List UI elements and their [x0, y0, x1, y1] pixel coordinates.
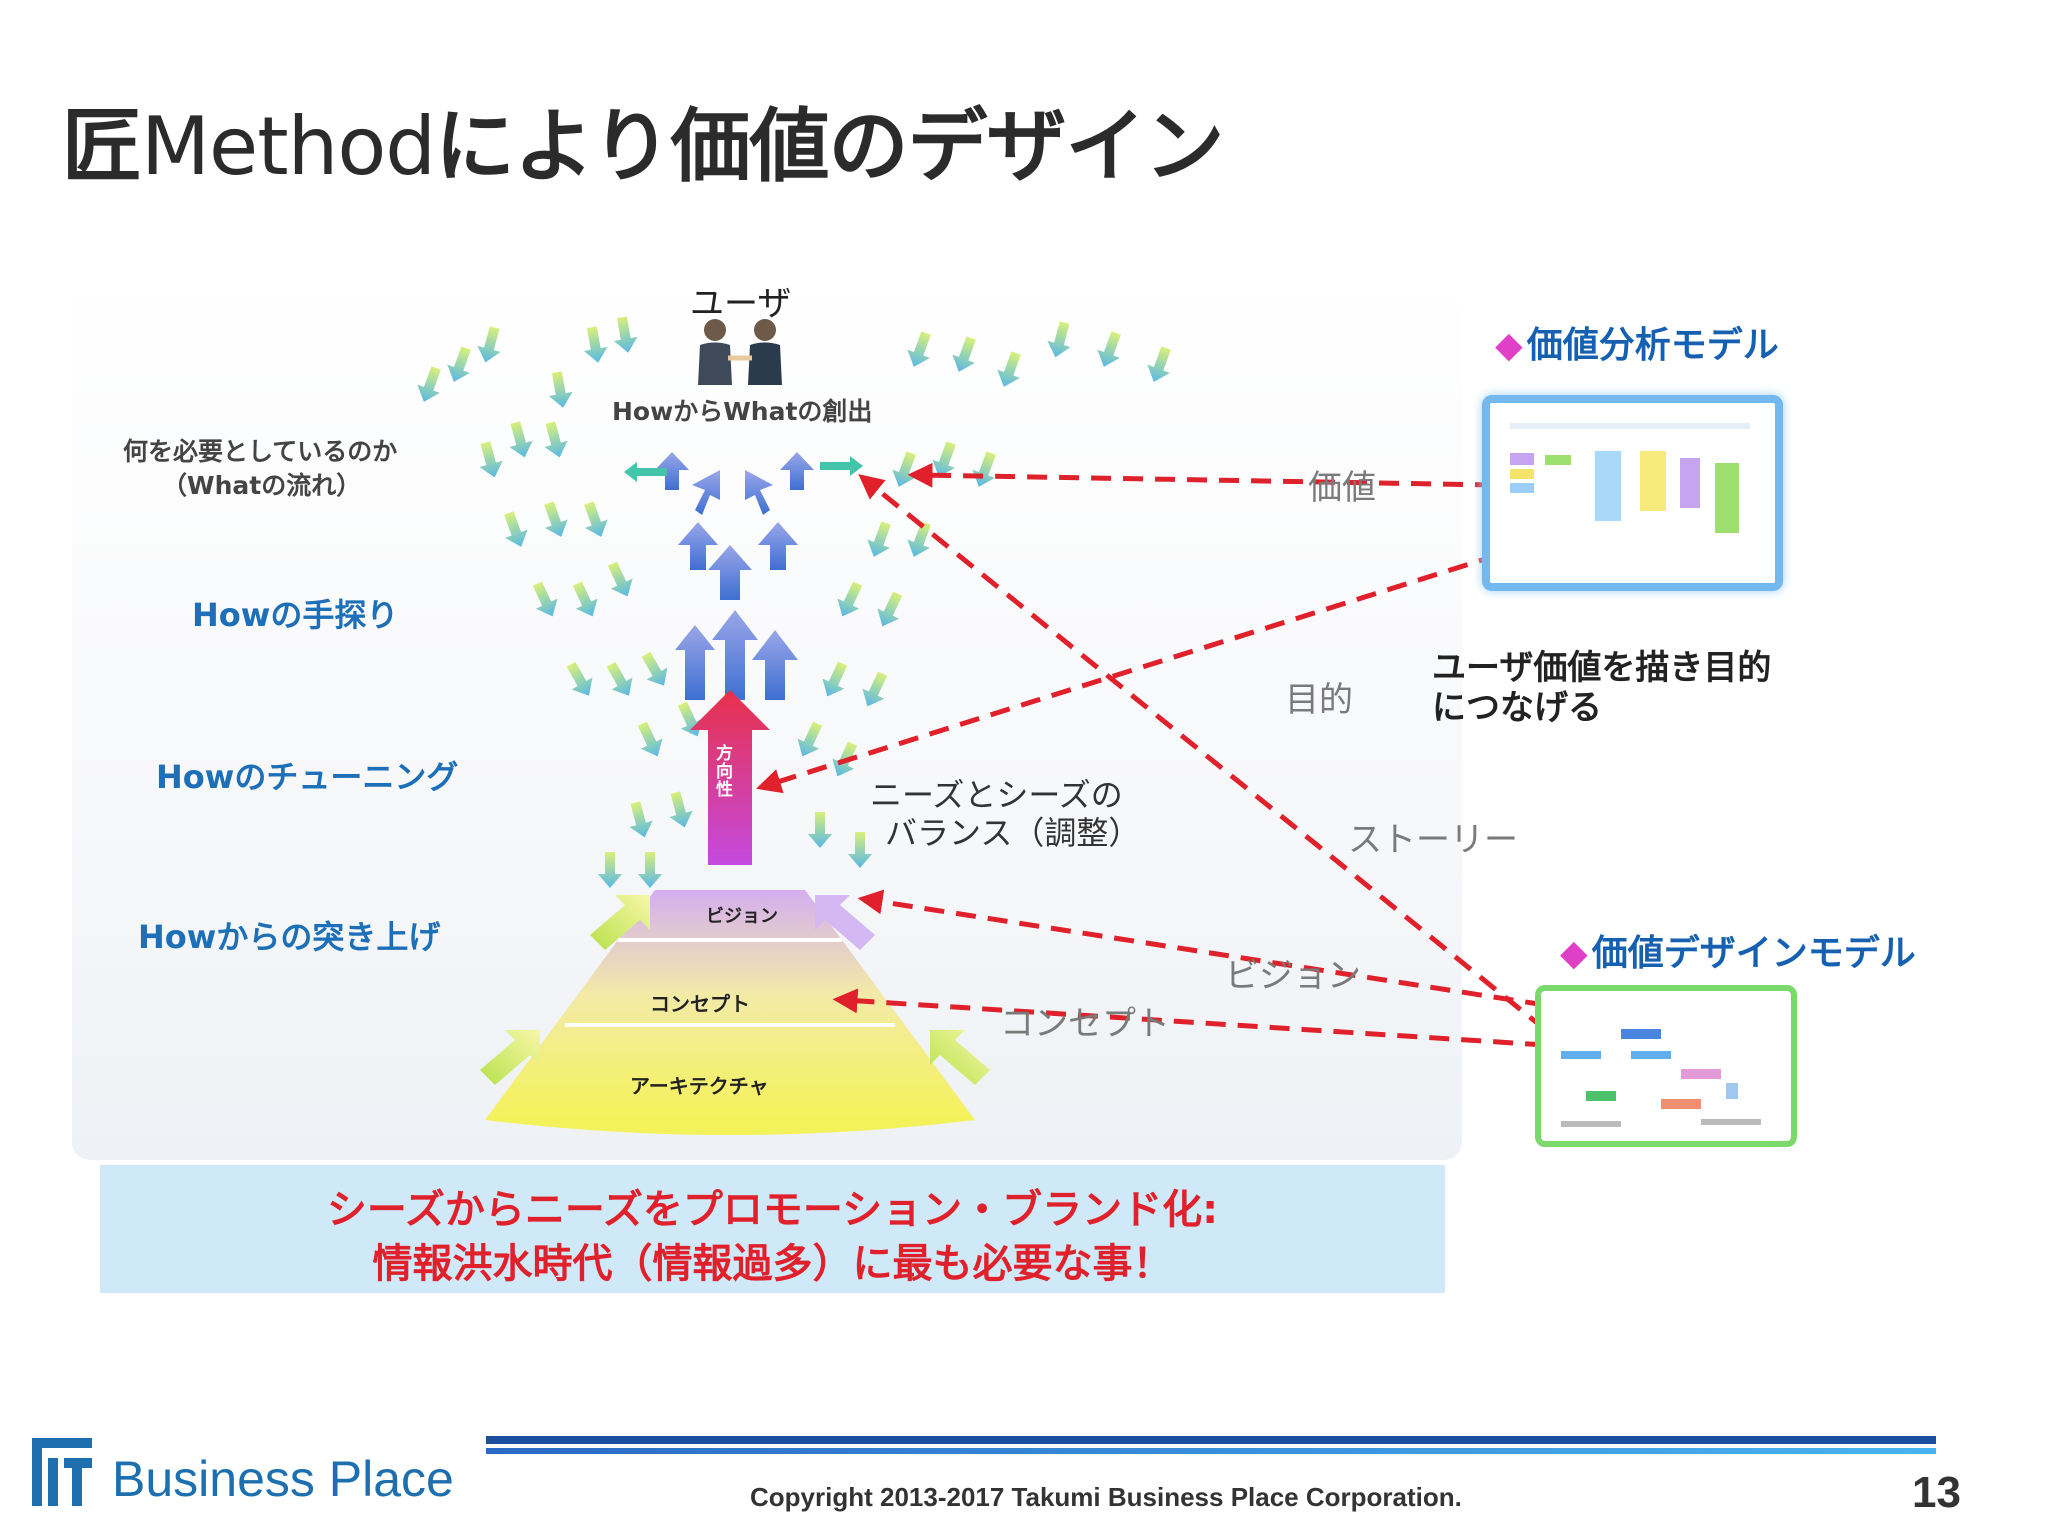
- arrow-label-concept: コンセプト: [1000, 1004, 1170, 1044]
- balance-line2: バランス（調整）: [885, 814, 1141, 852]
- how-search-label: Howの手探り: [192, 596, 399, 634]
- top-side-arrows: [624, 456, 863, 482]
- copyright: Copyright 2013-2017 Takumi Business Plac…: [750, 1482, 1462, 1512]
- value-design-thumbnail: [1561, 1029, 1761, 1127]
- direction-text: 方向性: [716, 744, 733, 800]
- value-analysis-model-image: [1482, 395, 1783, 591]
- banner-line2: 情報洪水時代（情報過多）に最も必要な事！: [372, 1241, 1173, 1287]
- value-design-model-image: [1535, 985, 1797, 1147]
- title-method: Method: [141, 100, 436, 193]
- red-dashed-arrows: [756, 462, 1622, 1092]
- value-model-title: ◆価値分析モデル: [1495, 316, 1779, 368]
- diamond-icon: ◆: [1495, 325, 1523, 366]
- value-analysis-thumbnail: [1510, 423, 1750, 533]
- balance-line1: ニーズとシーズの: [870, 776, 1123, 814]
- page-number: 13: [1912, 1468, 1961, 1517]
- arrow-label-purpose: 目的: [1285, 680, 1353, 720]
- design-model-title: ◆価値デザインモデル: [1560, 924, 1916, 976]
- banner-line1: シーズからニーズをプロモーション・ブランド化:: [326, 1187, 1219, 1233]
- message-banner: シーズからニーズをプロモーション・ブランド化: 情報洪水時代（情報過多）に最も必…: [100, 1165, 1445, 1293]
- diamond-icon: ◆: [1560, 933, 1588, 974]
- title-prefix: 匠: [62, 100, 142, 193]
- company-logo-icon: [26, 1432, 98, 1512]
- user-figures: [698, 319, 782, 385]
- direction-arrow: [690, 690, 770, 865]
- how-to-what-label: HowからWhatの創出: [612, 397, 873, 426]
- company-logo-text: Business Place: [112, 1451, 454, 1507]
- title-suffix: により価値のデザイン: [435, 100, 1224, 193]
- arrow-label-vision: ビジョン: [1225, 956, 1361, 996]
- pyramid-vision: ビジョン: [706, 906, 778, 927]
- user-value-line2: につなげる: [1432, 688, 1602, 728]
- design-model-title-text: 価値デザインモデル: [1591, 933, 1916, 974]
- user-label: ユーザ: [690, 284, 792, 324]
- direction-label: 方向性: [716, 745, 744, 799]
- pyramid-architecture: アーキテクチャ: [630, 1074, 769, 1098]
- arrow-label-story: ストーリー: [1348, 820, 1518, 860]
- pyramid-concept: コンセプト: [650, 992, 750, 1016]
- what-flow-line2: （Whatの流れ）: [162, 471, 362, 500]
- value-model-title-text: 価値分析モデル: [1526, 325, 1779, 366]
- how-push-label: Howからの突き上げ: [138, 918, 441, 956]
- side-push-arrows: [480, 895, 990, 1085]
- what-flow-line1: 何を必要としているのか: [123, 437, 398, 466]
- footer-rule: [486, 1436, 1936, 1444]
- blue-up-arrows: [655, 452, 814, 700]
- footer-rule-gradient: [486, 1448, 1936, 1454]
- arrow-label-value: 価値: [1308, 468, 1376, 508]
- slide-title: 匠Methodにより価値のデザイン: [62, 82, 1224, 198]
- pyramid: [485, 890, 975, 1135]
- how-tuning-label: Howのチューニング: [156, 758, 459, 796]
- user-value-line1: ユーザ価値を描き目的: [1432, 648, 1772, 688]
